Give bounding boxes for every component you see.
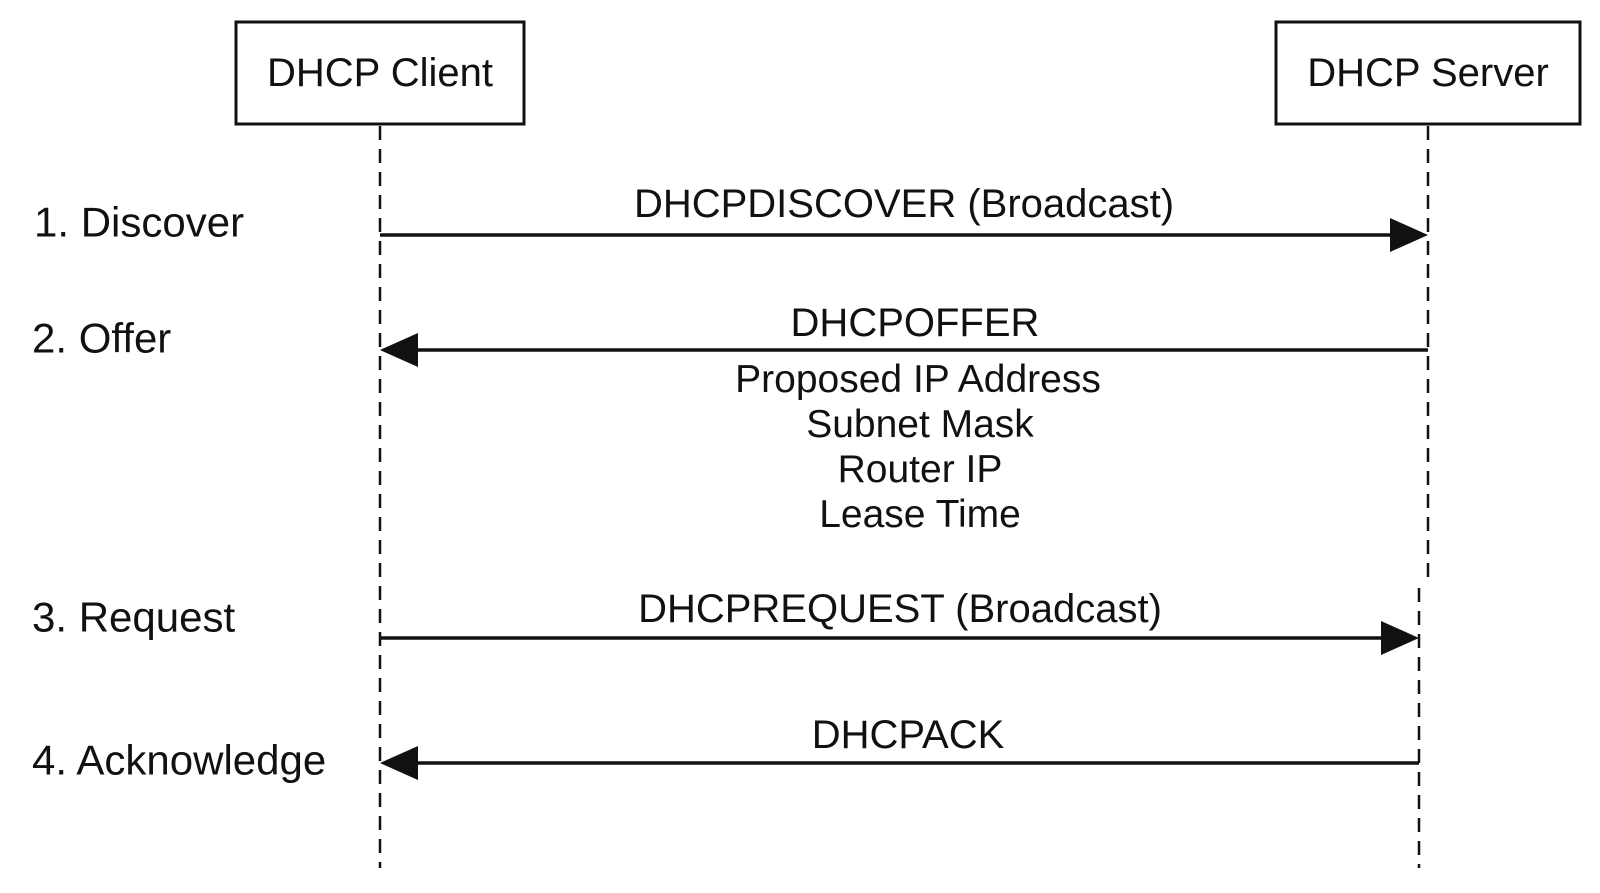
step-discover: 1. Discover DHCPDISCOVER (Broadcast) — [34, 182, 1428, 252]
message-label-discover: DHCPDISCOVER (Broadcast) — [634, 182, 1174, 226]
message-label-acknowledge: DHCPACK — [812, 713, 1005, 757]
server-actor-box — [1274, 20, 1582, 126]
offer-detail-ip: Proposed IP Address — [735, 358, 1101, 401]
arrowhead-left-icon — [380, 746, 418, 780]
message-label-request: DHCPREQUEST (Broadcast) — [638, 587, 1162, 631]
offer-detail-lease: Lease Time — [819, 493, 1021, 536]
offer-detail-subnet: Subnet Mask — [806, 403, 1034, 446]
offer-details: Proposed IP Address Subnet Mask Router I… — [735, 358, 1101, 536]
arrowhead-right-icon — [1390, 218, 1428, 252]
client-actor-box — [234, 20, 526, 126]
message-label-offer: DHCPOFFER — [791, 301, 1040, 345]
step-label-request: 3. Request — [32, 594, 235, 641]
step-offer: 2. Offer DHCPOFFER — [32, 301, 1428, 367]
client-actor: DHCP Client — [234, 20, 526, 126]
client-actor-label: DHCP Client — [267, 51, 493, 95]
arrowhead-right-icon — [1381, 621, 1419, 655]
server-actor: DHCP Server — [1274, 20, 1582, 126]
step-acknowledge: 4. Acknowledge DHCPACK — [32, 713, 1419, 784]
arrowhead-left-icon — [380, 333, 418, 367]
step-label-offer: 2. Offer — [32, 315, 171, 362]
offer-detail-router: Router IP — [838, 448, 1003, 491]
step-label-acknowledge: 4. Acknowledge — [32, 737, 326, 784]
step-request: 3. Request DHCPREQUEST (Broadcast) — [32, 587, 1419, 655]
step-label-discover: 1. Discover — [34, 199, 244, 246]
server-actor-label: DHCP Server — [1307, 51, 1549, 95]
